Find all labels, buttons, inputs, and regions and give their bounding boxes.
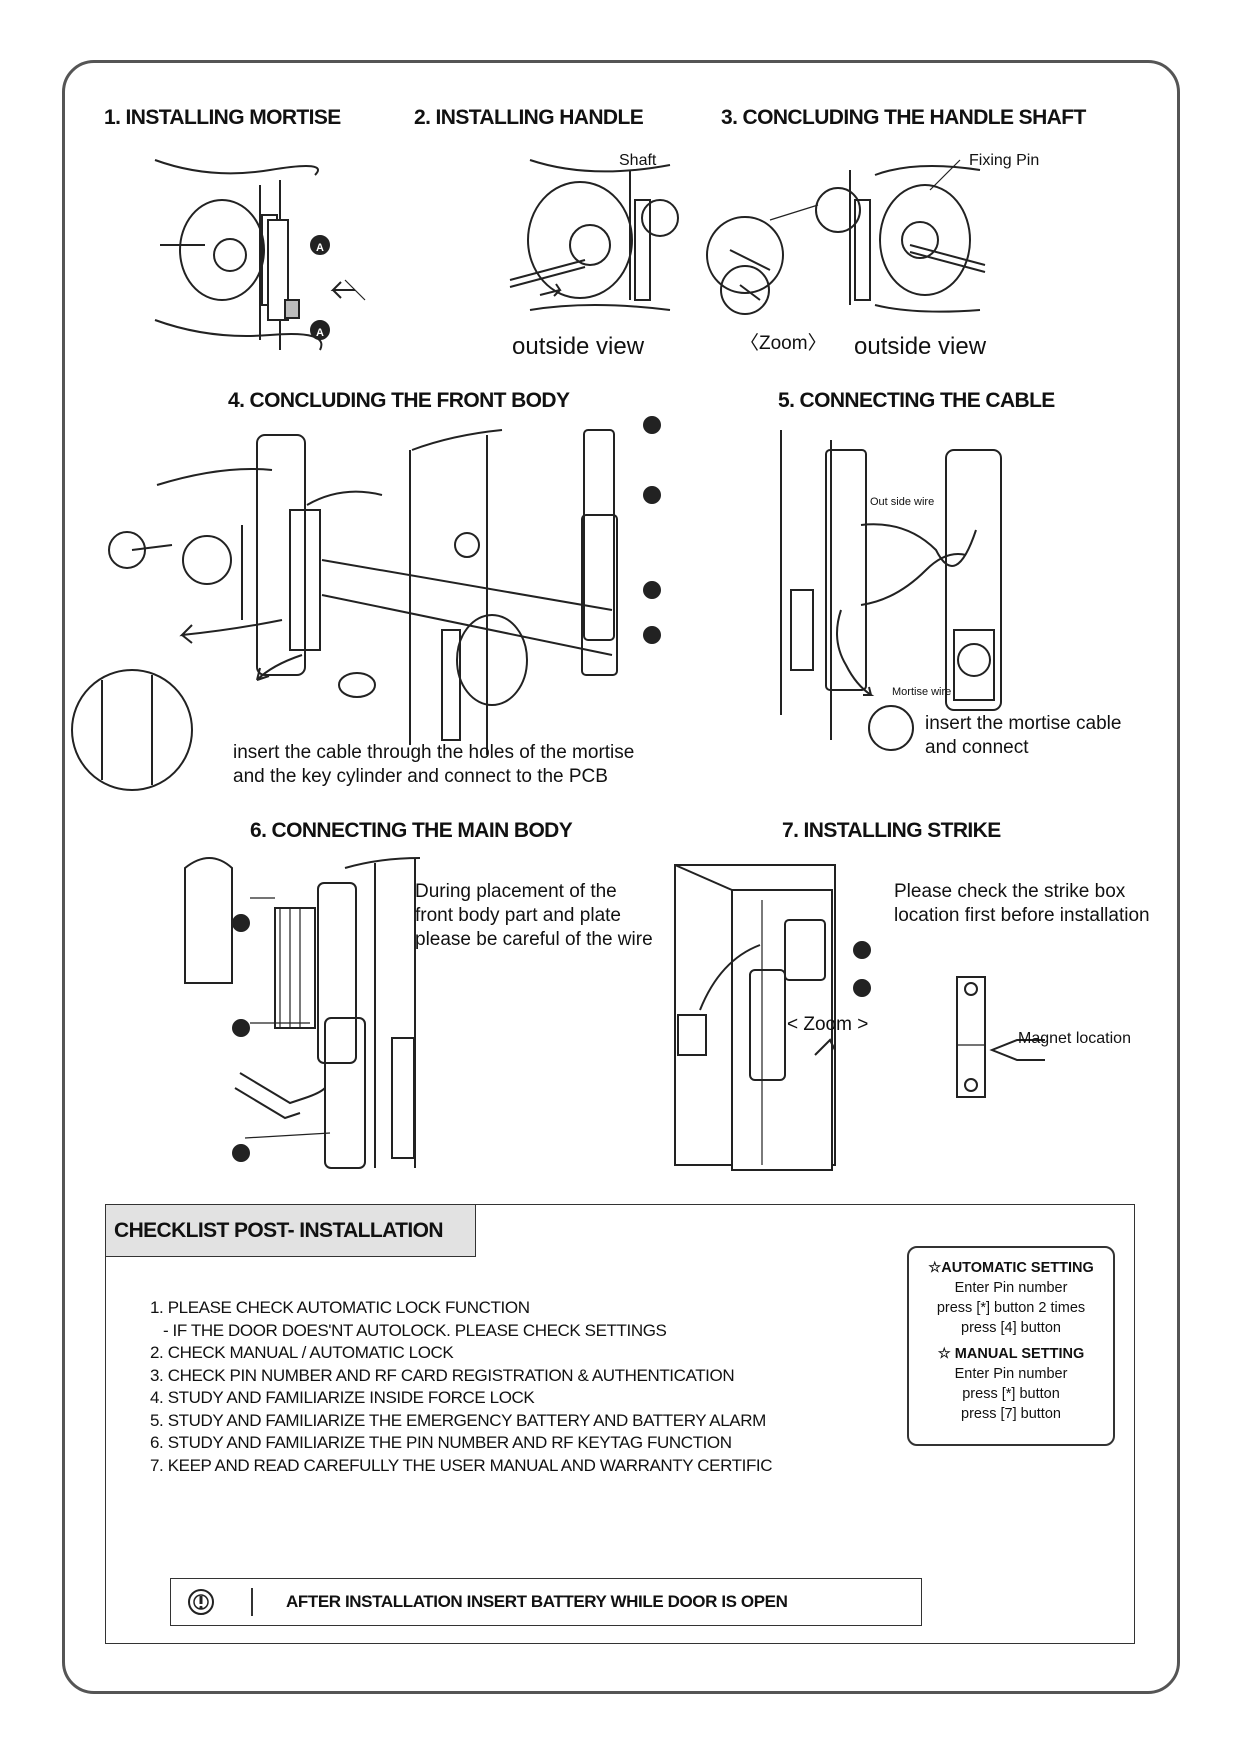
step7-note-line2: location first before installation: [894, 905, 1150, 926]
automatic-setting-line: press [4] button: [961, 1320, 1061, 1336]
callout-a-top: A: [316, 242, 324, 254]
step4-caption-line2: and the key cylinder and connect to the …: [233, 766, 608, 787]
step2-view-label: outside view: [512, 333, 645, 360]
step4-caption: insert the cable through the holes of th…: [233, 741, 634, 789]
step5-caption-line1: insert the mortise cable: [925, 713, 1122, 734]
checklist-item: 5. STUDY AND FAMILIARIZE THE EMERGENCY B…: [150, 1410, 766, 1430]
checklist-item: 1. PLEASE CHECK AUTOMATIC LOCK FUNCTION: [150, 1298, 530, 1317]
step1-title: 1. INSTALLING MORTISE: [104, 106, 341, 129]
step6-note: During placement of the front body part …: [415, 880, 653, 952]
strike-plate-diagram: [956, 976, 1045, 1098]
step6-title: 6. CONNECTING THE MAIN BODY: [250, 819, 573, 842]
checklist-title: CHECKLIST POST- INSTALLATION: [106, 1205, 476, 1257]
manual-setting-line: press [7] button: [961, 1406, 1061, 1422]
checklist-item: 7. KEEP AND READ CAREFULLY THE USER MANU…: [150, 1455, 773, 1475]
strike-install-illustration: [674, 864, 871, 1171]
step6-note-line1: During placement of the: [415, 881, 617, 902]
step7-note-line1: Please check the strike box: [894, 881, 1126, 902]
settings-box: ☆AUTOMATIC SETTING Enter Pin number pres…: [907, 1246, 1115, 1446]
step4-title: 4. CONCLUDING THE FRONT BODY: [228, 389, 570, 412]
step5-title: 5. CONNECTING THE CABLE: [778, 389, 1055, 412]
page-frame: [62, 60, 1180, 1694]
checklist-items: 1. PLEASE CHECK AUTOMATIC LOCK FUNCTION …: [150, 1297, 773, 1477]
step7-title: 7. INSTALLING STRIKE: [782, 819, 1001, 842]
checklist-item: 2. CHECK MANUAL / AUTOMATIC LOCK: [150, 1343, 454, 1362]
outside-wire-label: Out side wire: [870, 496, 935, 508]
step5-caption: insert the mortise cable and connect: [925, 712, 1121, 760]
automatic-setting-line: press [*] button 2 times: [936, 1300, 1086, 1316]
main-body-illustration: [184, 857, 421, 1169]
manual-setting-line: Enter Pin number: [954, 1366, 1068, 1382]
checklist-item: 3. CHECK PIN NUMBER AND RF CARD REGISTRA…: [150, 1365, 735, 1385]
step6-note-line2: front body part and plate: [415, 905, 621, 926]
checklist-item: 4. STUDY AND FAMILIARIZE INSIDE FORCE LO…: [150, 1388, 535, 1407]
step3-title: 3. CONCLUDING THE HANDLE SHAFT: [721, 106, 1086, 129]
handle-shaft-illustration: [706, 159, 986, 315]
warning-icon: [188, 1589, 214, 1615]
zoom-label: 〈Zoom〉: [740, 333, 827, 354]
step2-title: 2. INSTALLING HANDLE: [414, 106, 644, 129]
automatic-setting-title: ☆AUTOMATIC SETTING: [928, 1260, 1094, 1276]
handle-install-illustration: [509, 159, 679, 311]
checklist-item: - IF THE DOOR DOES'NT AUTOLOCK. PLEASE C…: [150, 1320, 667, 1340]
step7-note: Please check the strike box location fir…: [894, 880, 1150, 928]
cable-connect-illustration: [780, 430, 1002, 751]
step3-view-label: outside view: [854, 333, 987, 360]
warning-divider: [251, 1588, 253, 1616]
fixing-pin-label: Fixing Pin: [969, 152, 1040, 169]
step7-zoom-label: < Zoom >: [787, 1014, 869, 1035]
step6-note-line3: please be careful of the wire: [415, 929, 653, 950]
front-body-illustration: [71, 416, 661, 791]
warning-text: AFTER INSTALLATION INSERT BATTERY WHILE …: [286, 1592, 788, 1611]
callout-a-bottom: A: [316, 327, 324, 339]
checklist-box: [105, 1204, 1135, 1644]
manual-setting-title: ☆ MANUAL SETTING: [937, 1346, 1085, 1362]
mortise-install-illustration: [154, 159, 366, 351]
shaft-label: Shaft: [619, 152, 657, 169]
step4-caption-line1: insert the cable through the holes of th…: [233, 742, 635, 763]
battery-warning-box: AFTER INSTALLATION INSERT BATTERY WHILE …: [170, 1578, 922, 1626]
manual-setting-line: press [*] button: [962, 1386, 1060, 1402]
automatic-setting-line: Enter Pin number: [954, 1280, 1068, 1296]
checklist-item: 6. STUDY AND FAMILIARIZE THE PIN NUMBER …: [150, 1433, 732, 1452]
magnet-location-label: Magnet location: [1018, 1030, 1131, 1047]
step5-caption-line2: and connect: [925, 737, 1029, 758]
mortise-wire-label: Mortise wire: [892, 686, 952, 698]
